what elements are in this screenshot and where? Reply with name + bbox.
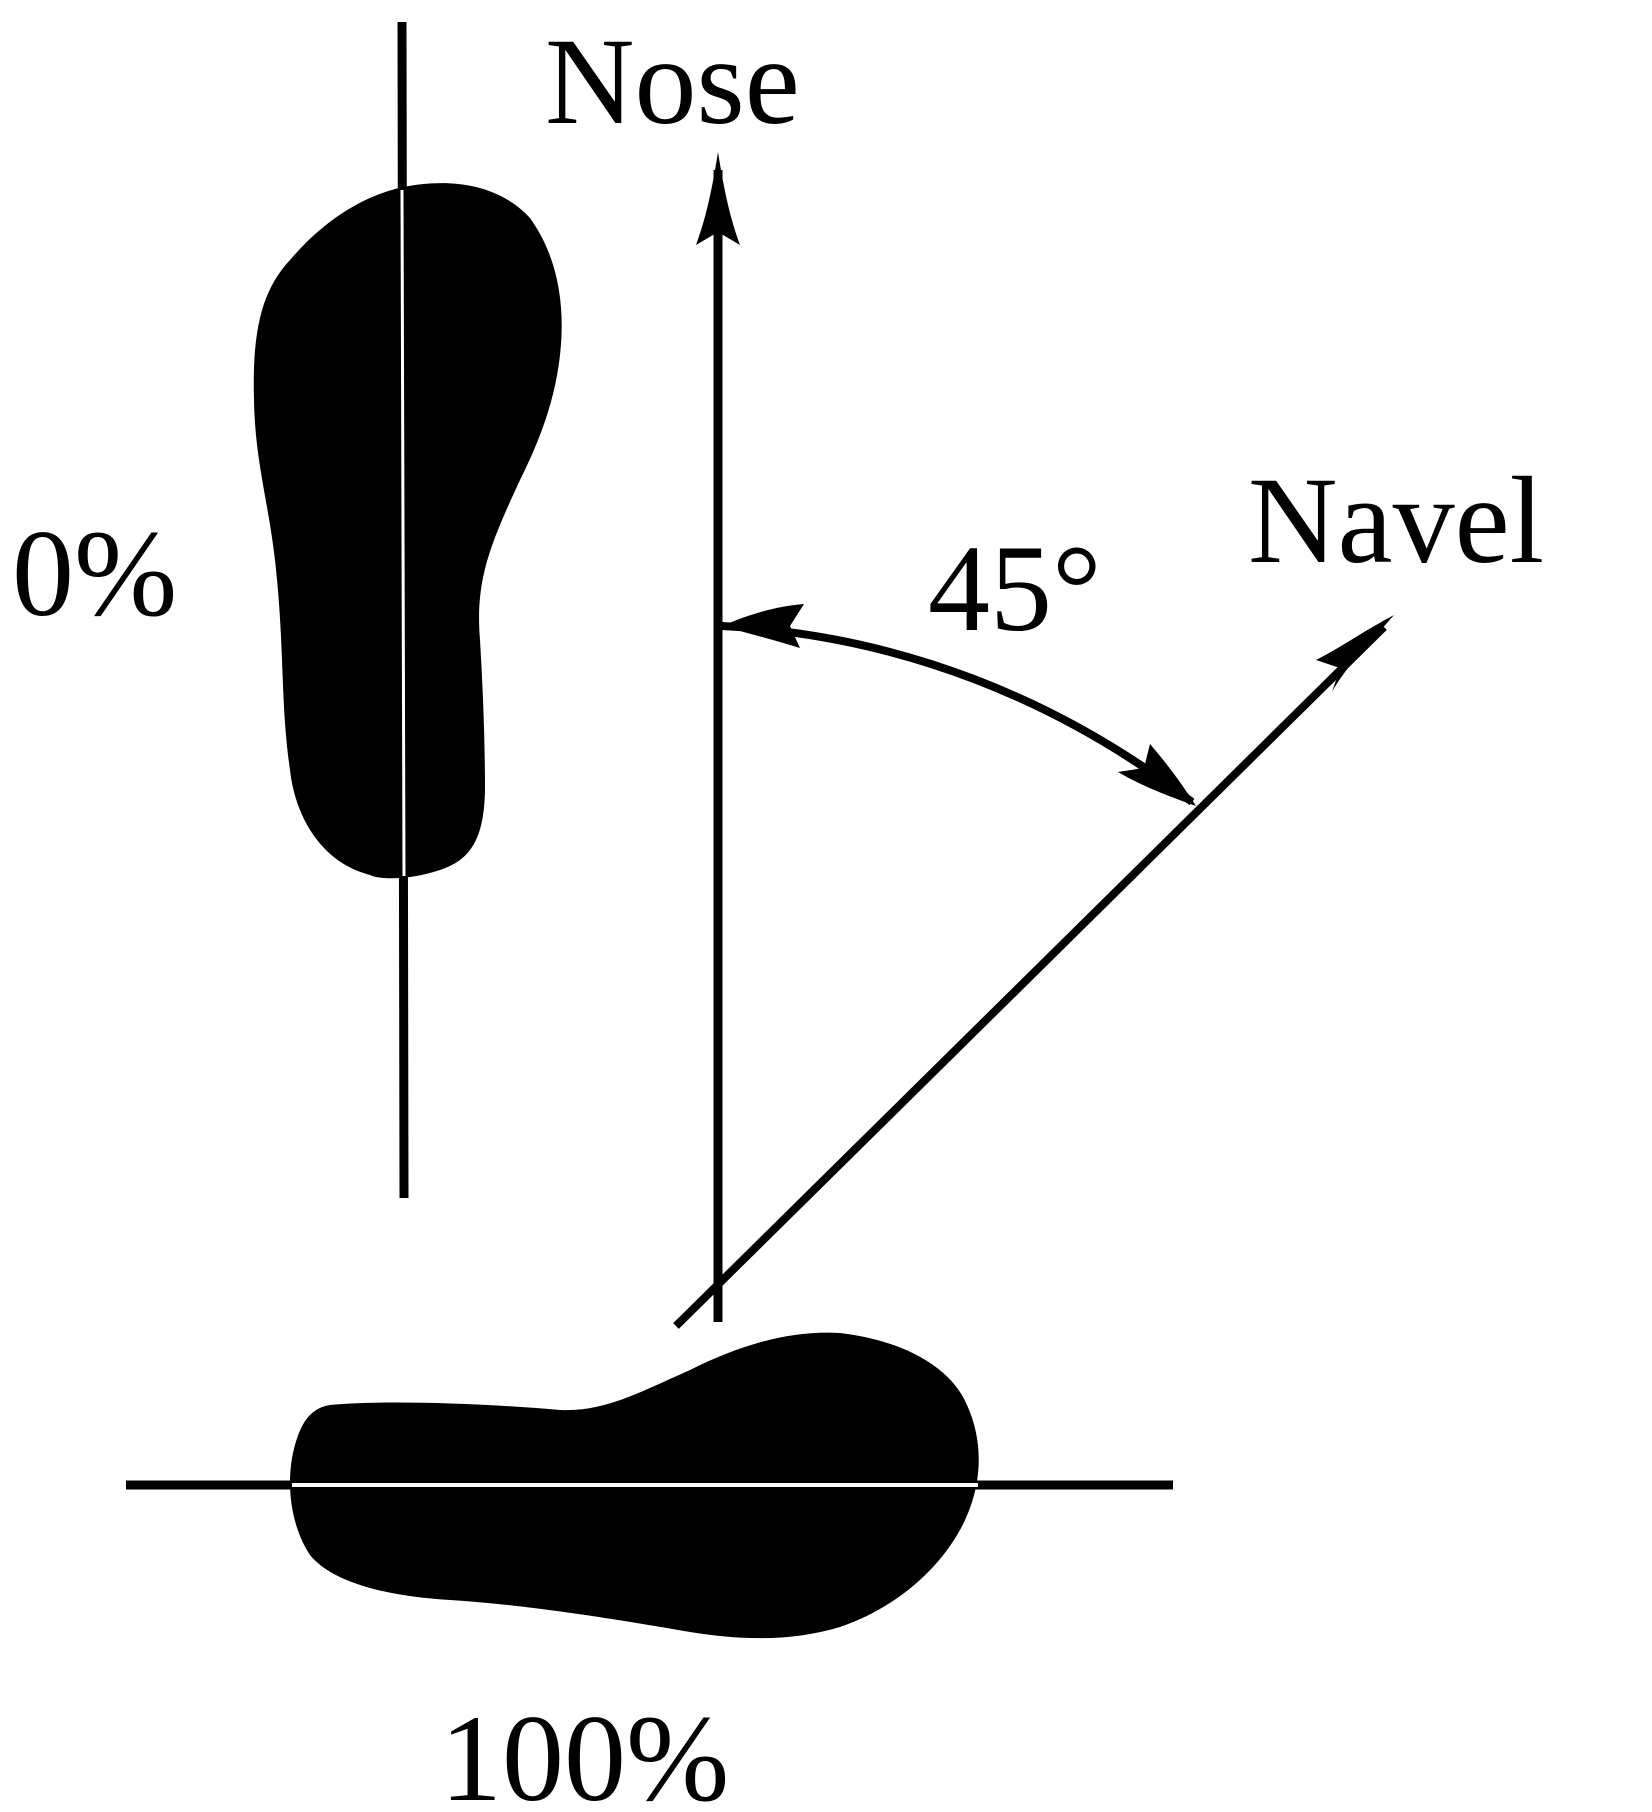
navel-arrow-shaft [673, 624, 1387, 1329]
foot-top-percent-label: 0% [12, 505, 177, 642]
footprint-bottom-group [126, 1332, 1173, 1639]
angle-arc-arrowhead-start-icon [722, 604, 804, 648]
angle-arc-arrowhead-end-icon [1118, 744, 1196, 806]
navel-arrow-group [673, 615, 1394, 1329]
nose-arrow-group [696, 152, 740, 1322]
navel-arrowhead-icon [1316, 615, 1394, 692]
angle-arc [721, 622, 1195, 806]
angle-arc-group [721, 604, 1196, 806]
angle-label: 45° [928, 520, 1102, 657]
nose-label: Nose [545, 13, 800, 150]
foot-bottom-percent-label: 100% [440, 1690, 729, 1812]
navel-label: Navel [1248, 452, 1544, 589]
footprint-top-axis-highlight [400, 189, 406, 877]
nose-arrowhead-icon [696, 152, 740, 245]
footprint-top-group [253, 21, 562, 1199]
footprint-top [253, 183, 562, 879]
